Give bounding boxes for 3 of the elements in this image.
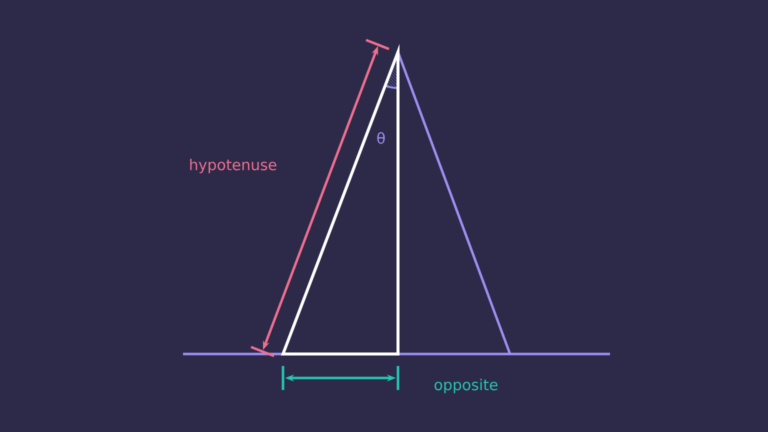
opposite-label: opposite — [434, 378, 498, 394]
angle-label: θ — [377, 132, 385, 144]
hypotenuse-label: hypotenuse — [190, 158, 276, 174]
